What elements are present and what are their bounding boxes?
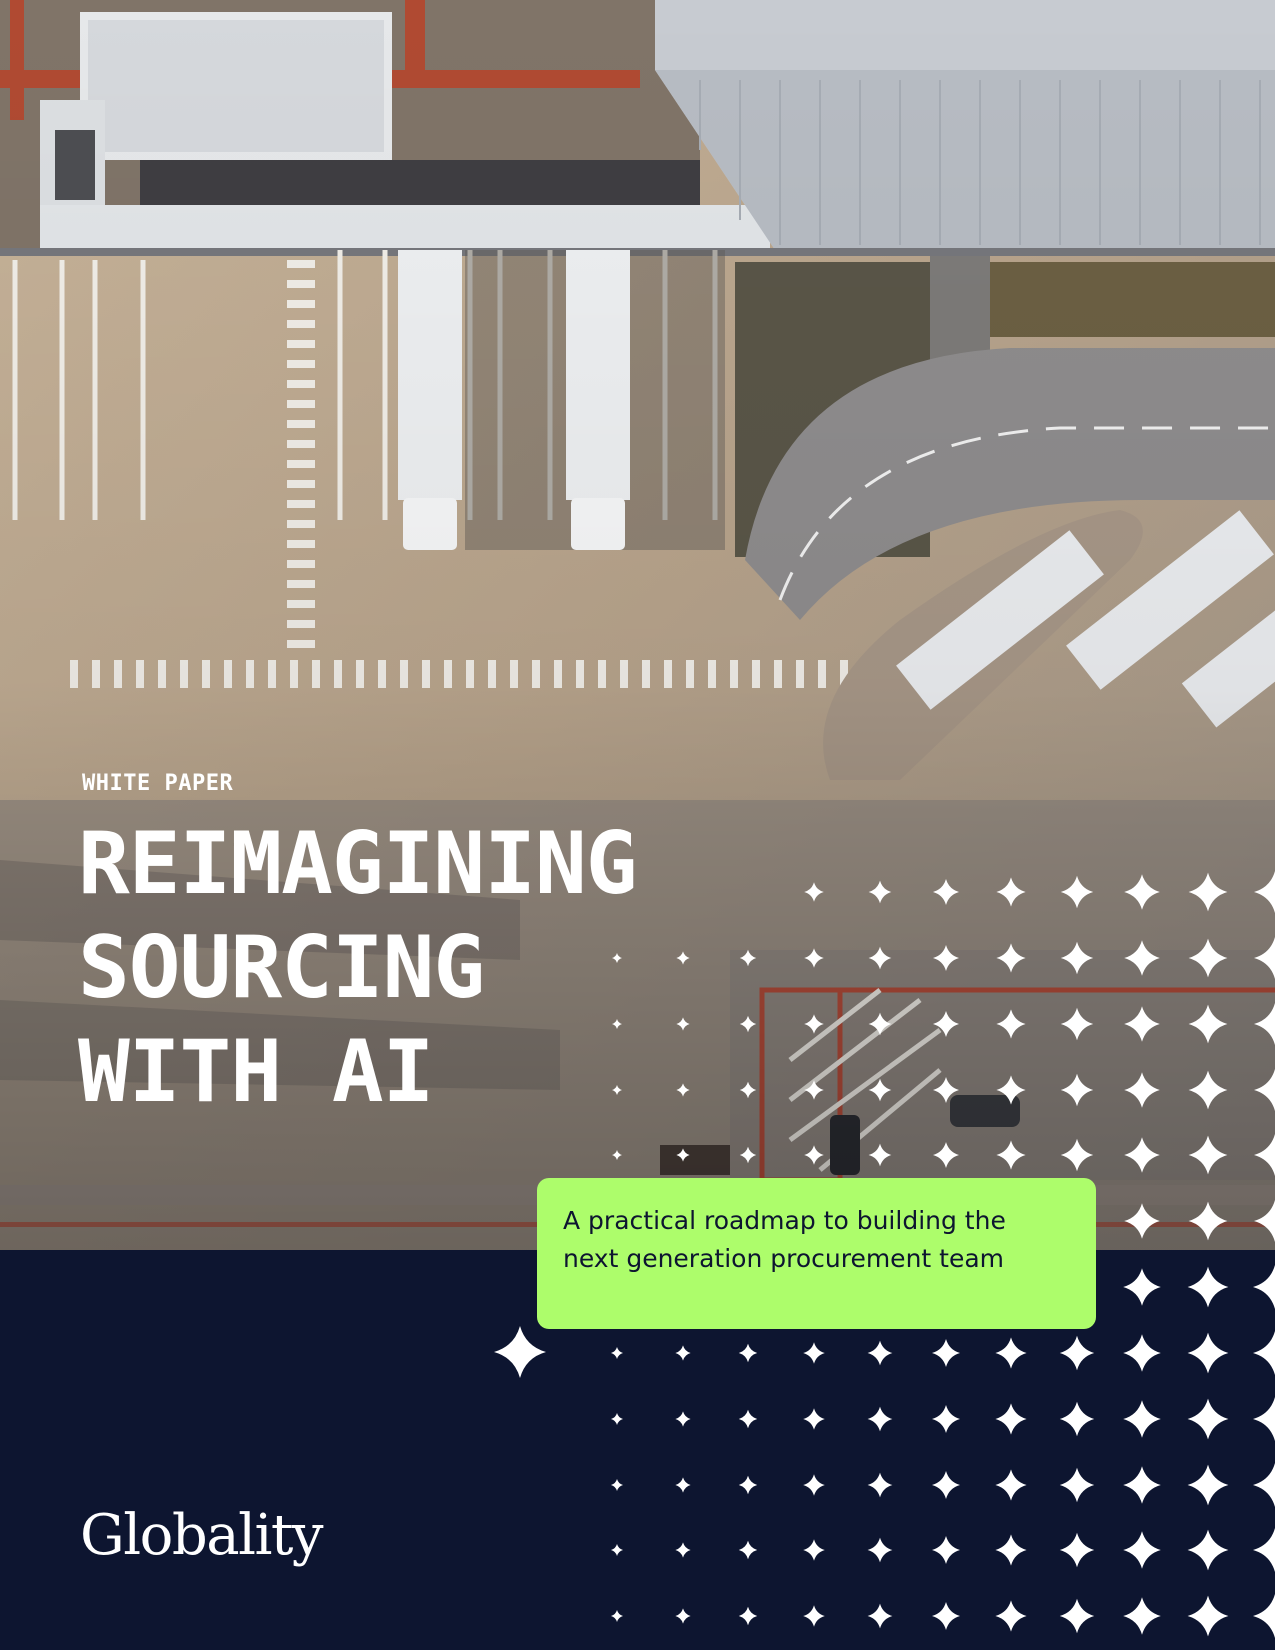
aerial-warehouse-photo — [0, 0, 1275, 1250]
cover-title-line-3: WITH AI — [78, 1022, 434, 1122]
brand-logo: Globality — [80, 1503, 324, 1568]
cover-title-line-2: SOURCING — [78, 918, 485, 1018]
subtitle-callout: A practical roadmap to building the next… — [537, 1178, 1096, 1329]
cover-title-line-1: REIMAGINING — [78, 814, 638, 914]
document-type-label: WHITE PAPER — [82, 771, 234, 796]
cover-title: REIMAGINING SOURCING WITH AI — [78, 812, 638, 1124]
cover-subtitle: A practical roadmap to building the next… — [563, 1206, 1006, 1273]
